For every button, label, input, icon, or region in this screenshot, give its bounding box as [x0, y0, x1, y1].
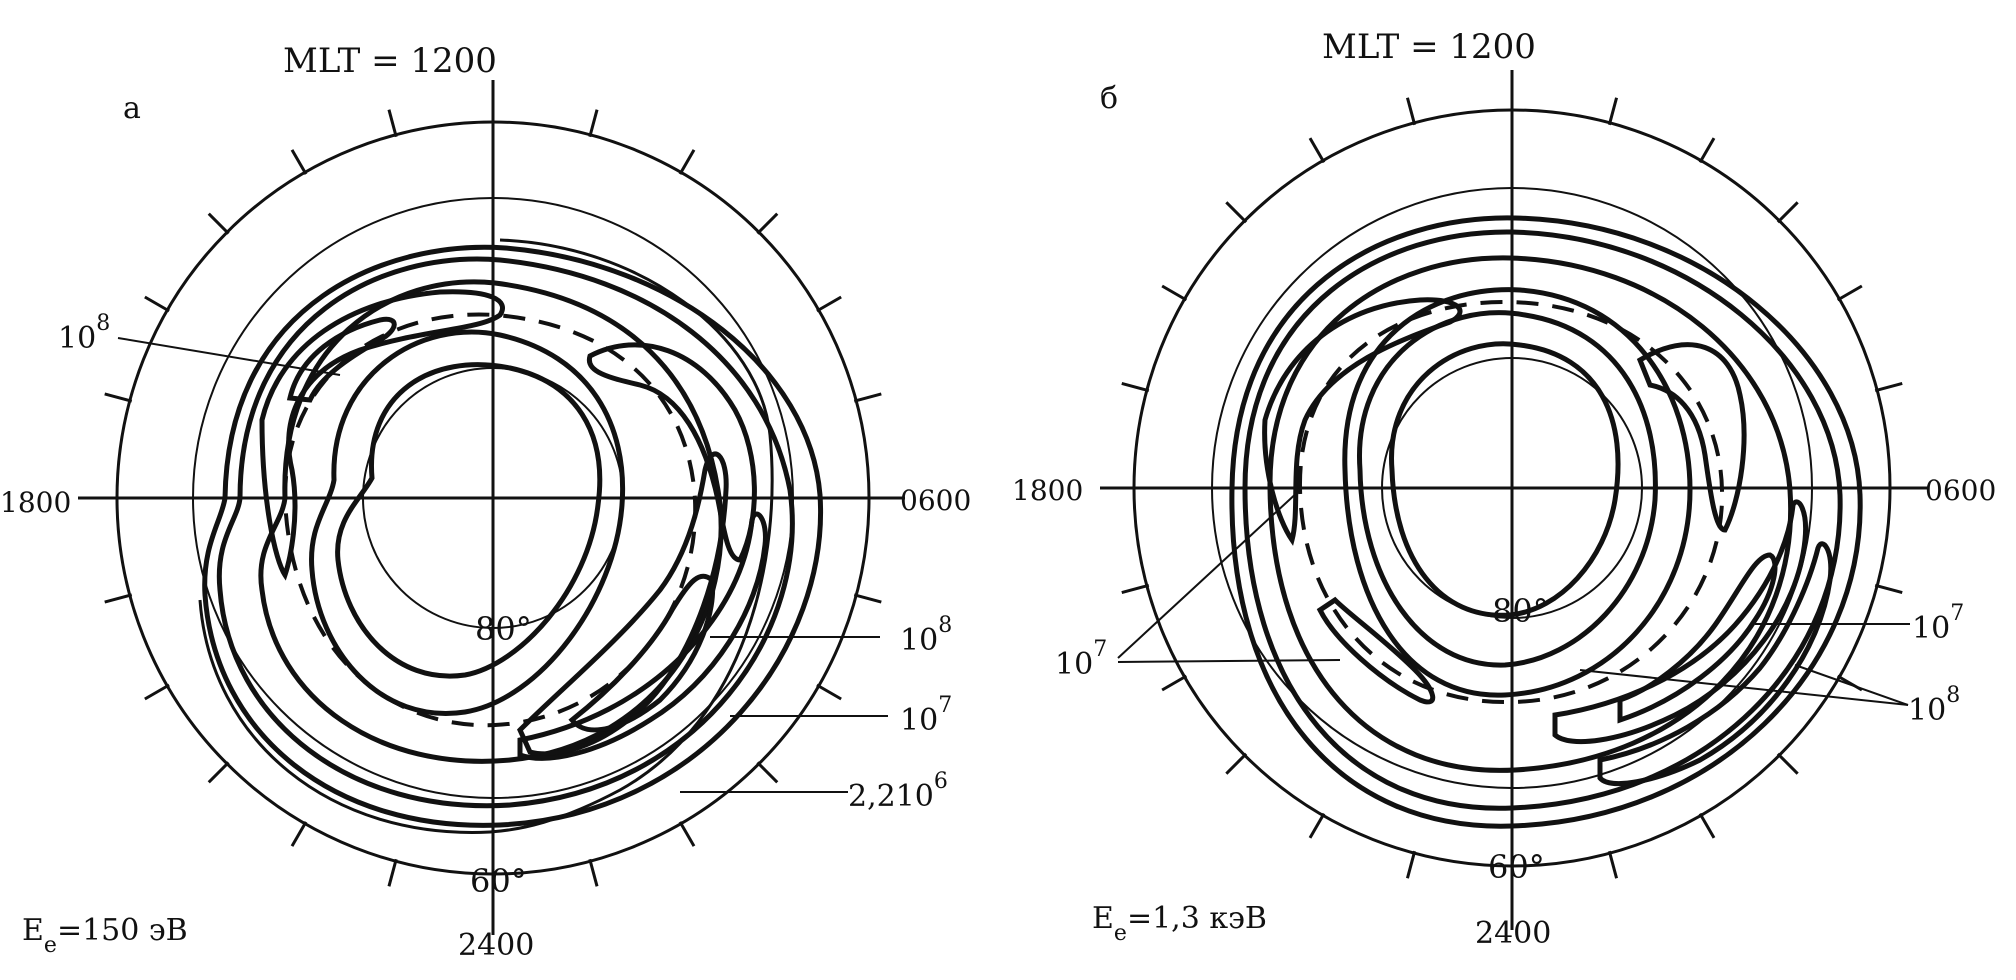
latitude-80-label: 80° [1492, 592, 1549, 630]
mlt-right-label: 0600 [1925, 474, 1996, 507]
hour-tick [290, 149, 308, 175]
hour-tick [756, 761, 779, 784]
mlt-right-label: 0600 [900, 484, 971, 517]
hour-tick [1225, 201, 1248, 224]
hour-tick [104, 593, 133, 604]
hour-tick [1698, 812, 1716, 839]
mlt-hour-ticks [104, 109, 882, 887]
hour-tick [144, 683, 170, 701]
hour-tick [104, 392, 133, 403]
hour-tick [207, 212, 230, 235]
hour-tick [1161, 674, 1188, 692]
hour-tick [1607, 97, 1619, 126]
hour-tick [853, 593, 882, 604]
hour-tick [1121, 381, 1150, 393]
contour-lines [198, 238, 824, 834]
hour-tick [1874, 381, 1903, 393]
hour-tick [387, 109, 398, 138]
leader-lines [117, 337, 888, 793]
mlt-left-label: 1800 [0, 486, 71, 519]
latitude-60-label: 60° [1488, 848, 1545, 886]
hour-tick [207, 761, 230, 784]
hour-tick [1225, 752, 1248, 775]
flux-label-2: 108 [900, 613, 952, 658]
hour-tick [678, 149, 696, 175]
panel-letter-b: б [1100, 81, 1118, 116]
flux-label-1: 107 [1055, 637, 1107, 682]
hour-tick [816, 295, 842, 313]
hour-tick [1308, 812, 1326, 839]
flux-label-4: 2,2106 [848, 769, 948, 814]
hour-tick [1405, 97, 1417, 126]
hour-tick [1836, 284, 1863, 302]
mlt-bottom-label: 2400 [458, 928, 534, 963]
flux-label-2: 107 [1912, 601, 1964, 646]
hour-tick [290, 821, 308, 847]
hour-tick [1121, 583, 1150, 595]
latitude-circle-60 [1211, 187, 1813, 789]
hour-tick [387, 858, 398, 887]
latitude-circle-80 [1381, 357, 1643, 619]
hour-tick [1161, 284, 1188, 302]
mlt-top-label: MLT = 1200 [1322, 27, 1536, 67]
hour-tick [816, 683, 842, 701]
hour-tick [588, 858, 599, 887]
panel-letter-a: а [123, 91, 141, 126]
latitude-80-label: 80° [475, 610, 532, 648]
hour-tick [1698, 137, 1716, 164]
hour-tick [1405, 850, 1417, 879]
hour-tick [1874, 583, 1903, 595]
hour-tick [1776, 201, 1799, 224]
hour-tick [588, 109, 599, 138]
energy-label-b: Ee=1,3 кэВ [1092, 901, 1267, 946]
hour-tick [678, 821, 696, 847]
hour-tick [144, 295, 170, 313]
latitude-60-label: 60° [470, 862, 527, 900]
hour-tick [1308, 137, 1326, 164]
panel-a: а MLT = 1200 1800 0600 2400 80° 60° 108 … [0, 41, 971, 963]
flux-label-1: 108 [58, 311, 110, 356]
mlt-hour-ticks [1121, 97, 1903, 879]
mlt-left-label: 1800 [1012, 474, 1083, 507]
flux-label-3: 107 [900, 693, 952, 738]
mlt-top-label: MLT = 1200 [283, 41, 497, 81]
contour-lines [1229, 215, 1863, 829]
hour-tick [1776, 752, 1799, 775]
flux-label-3: 108 [1908, 683, 1960, 728]
mlt-bottom-label: 2400 [1475, 916, 1551, 951]
energy-label-a: Ee=150 эВ [22, 913, 188, 958]
panel-b: б MLT = 1200 1800 0600 2400 80° 60° 107 … [1012, 27, 1996, 951]
leader-lines [1117, 489, 1910, 706]
hour-tick [756, 212, 779, 235]
hour-tick [1607, 850, 1619, 879]
hour-tick [853, 392, 882, 403]
